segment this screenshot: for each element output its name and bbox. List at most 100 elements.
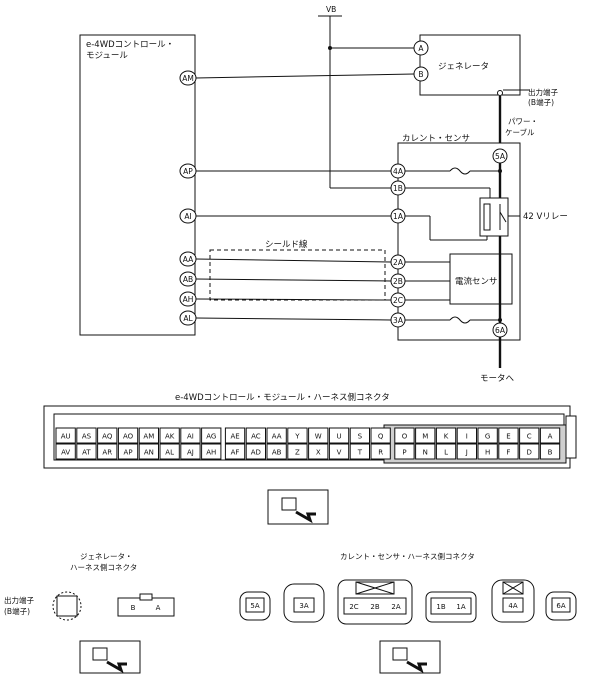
svg-text:2B: 2B [370, 603, 379, 611]
harness-pin-label: AU [61, 433, 71, 441]
svg-text:2A: 2A [393, 258, 404, 267]
svg-text:AL: AL [183, 314, 193, 323]
harness-pin-cell [519, 427, 540, 444]
current-sensor-inner-box [449, 253, 513, 305]
harness-pin-label: AS [82, 433, 92, 441]
harness-pin-cell [370, 427, 391, 444]
svg-text:1A: 1A [393, 212, 404, 221]
harness-pin-label: I [466, 433, 468, 441]
harness-pin-cell [498, 443, 519, 460]
svg-text:AM: AM [182, 74, 194, 83]
module-pin-ai: AI [179, 208, 197, 224]
sensor-conn-title: カレント・センサ・ハーネス側コネクタ [340, 551, 475, 561]
harness-pin-cell [224, 443, 246, 460]
sensor-key-icon [379, 640, 441, 674]
harness-pin-label: AO [123, 433, 134, 441]
harness-pin-label: M [422, 433, 428, 441]
current-sensor-label: カレント・センサ [402, 134, 470, 144]
current-sensor-inner-label: 電流センサ [455, 276, 498, 287]
harness-pin-label: S [358, 433, 363, 441]
gen-conn-title-2: ハーネス側コネクタ [70, 562, 137, 572]
generator-label: ジェネレータ [438, 62, 489, 72]
harness-pin-cell [539, 443, 561, 460]
shield-wire-box [209, 249, 386, 301]
harness-pin-label: AJ [187, 449, 194, 457]
module-pin-am: AM [179, 70, 197, 86]
harness-pin-cell [349, 443, 371, 460]
harness-pin-cell [519, 443, 540, 460]
harness-pin-label: X [316, 449, 321, 457]
harness-pin-cell [201, 443, 222, 460]
harness-pin-cell [138, 443, 159, 460]
module-title-1: e-4WDコントロール・ [86, 40, 174, 50]
svg-text:2C: 2C [349, 603, 358, 611]
sensor-conn-4a: 4A [491, 579, 535, 623]
harness-pin-cell [55, 443, 76, 460]
harness-pin-label: AD [251, 449, 261, 457]
harness-pin-label: H [485, 449, 490, 457]
harness-pin-label: AN [144, 449, 154, 457]
harness-pin-label: U [336, 433, 341, 441]
harness-pin-label: K [444, 433, 449, 441]
harness-pin-label: Q [378, 433, 384, 441]
svg-text:AH: AH [183, 295, 194, 304]
current-sensor-box [397, 142, 521, 341]
module-pin-ap: AP [179, 163, 197, 179]
svg-text:A: A [418, 44, 424, 53]
generator-pin-b: B [413, 66, 429, 82]
harness-pin-label: AP [124, 449, 133, 457]
harness-pin-label: AF [231, 449, 240, 457]
svg-text:3A: 3A [299, 602, 308, 610]
sensor-pin-1a: 1A [390, 208, 406, 224]
harness-pin-cell [180, 427, 201, 444]
harness-pin-cell [287, 427, 308, 444]
harness-pin-cell [308, 443, 329, 460]
svg-text:AI: AI [184, 212, 191, 221]
module-pin-ab: AB [179, 271, 197, 287]
harness-pin-cell [266, 443, 287, 460]
svg-text:AP: AP [183, 167, 193, 176]
harness-pin-label: AI [187, 433, 194, 441]
harness-pin-cell [539, 427, 561, 444]
sensor-pin-1b: 1B [390, 180, 406, 196]
harness-pin-label: AM [143, 433, 154, 441]
gen-connector: B A [117, 593, 175, 617]
harness-pin-cell [435, 427, 457, 444]
svg-text:6A: 6A [495, 326, 506, 335]
sensor-conn-6a: 6A [545, 591, 577, 621]
harness-pin-cell [498, 427, 519, 444]
harness-pin-label: AH [206, 449, 216, 457]
harness-pin-cell [287, 443, 308, 460]
harness-pin-label: N [423, 449, 428, 457]
harness-pin-label: T [357, 449, 363, 457]
harness-pin-label: AK [165, 433, 175, 441]
output-terminal-label-2: (B端子) [528, 97, 554, 107]
harness-pin-cell [415, 443, 436, 460]
harness-pin-cell [76, 443, 97, 460]
harness-pin-label: B [548, 449, 553, 457]
generator-pin-a: A [413, 40, 429, 56]
svg-text:1B: 1B [393, 184, 403, 193]
harness-pin-cell [456, 443, 478, 460]
svg-text:3A: 3A [393, 316, 404, 325]
svg-text:B: B [131, 604, 136, 612]
control-module-box [79, 34, 196, 336]
svg-text:AA: AA [183, 255, 194, 264]
harness-pin-cell [477, 427, 498, 444]
harness-pin-label: C [527, 433, 532, 441]
harness-pin-cell [159, 427, 180, 444]
harness-pin-label: AC [251, 433, 261, 441]
harness-pin-cell [415, 427, 436, 444]
sensor-pin-2b: 2B [390, 273, 406, 289]
svg-text:2A: 2A [391, 603, 400, 611]
shield-label: シールド線 [265, 239, 308, 250]
wire-al-3a [195, 317, 392, 321]
harness-pin-label: AQ [102, 433, 113, 441]
harness-pin-label: W [315, 433, 322, 441]
wire-ab-2b [195, 278, 392, 282]
wire-aa-2a [195, 258, 392, 263]
harness-pin-label: A [548, 433, 553, 441]
sensor-pin-2a: 2A [390, 254, 406, 270]
harness-pin-label: AG [206, 433, 216, 441]
